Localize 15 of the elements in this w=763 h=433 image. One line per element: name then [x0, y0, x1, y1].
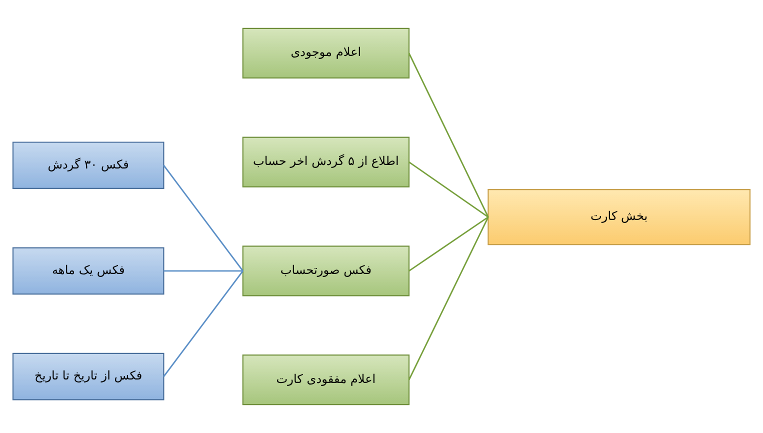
connector	[408, 161, 489, 218]
node-box: فکس از تاریخ تا تاریخ	[12, 352, 164, 400]
node-box: اعلام مفقودی کارت	[242, 354, 410, 406]
node-box: بخش کارت	[488, 189, 751, 246]
node-box: فکس ۳۰ گردش	[12, 142, 164, 189]
node-box: اطلاع از ۵ گردش اخر حساب	[242, 136, 410, 188]
connector	[408, 216, 489, 272]
node-box: فکس یک ماهه	[12, 247, 164, 295]
connector	[408, 216, 489, 380]
connector	[164, 270, 243, 272]
connector	[163, 270, 244, 377]
connector	[408, 52, 489, 218]
node-box: اعلام موجودی	[242, 28, 410, 78]
node-box: فکس صورتحساب	[242, 246, 410, 296]
connector	[163, 164, 244, 272]
